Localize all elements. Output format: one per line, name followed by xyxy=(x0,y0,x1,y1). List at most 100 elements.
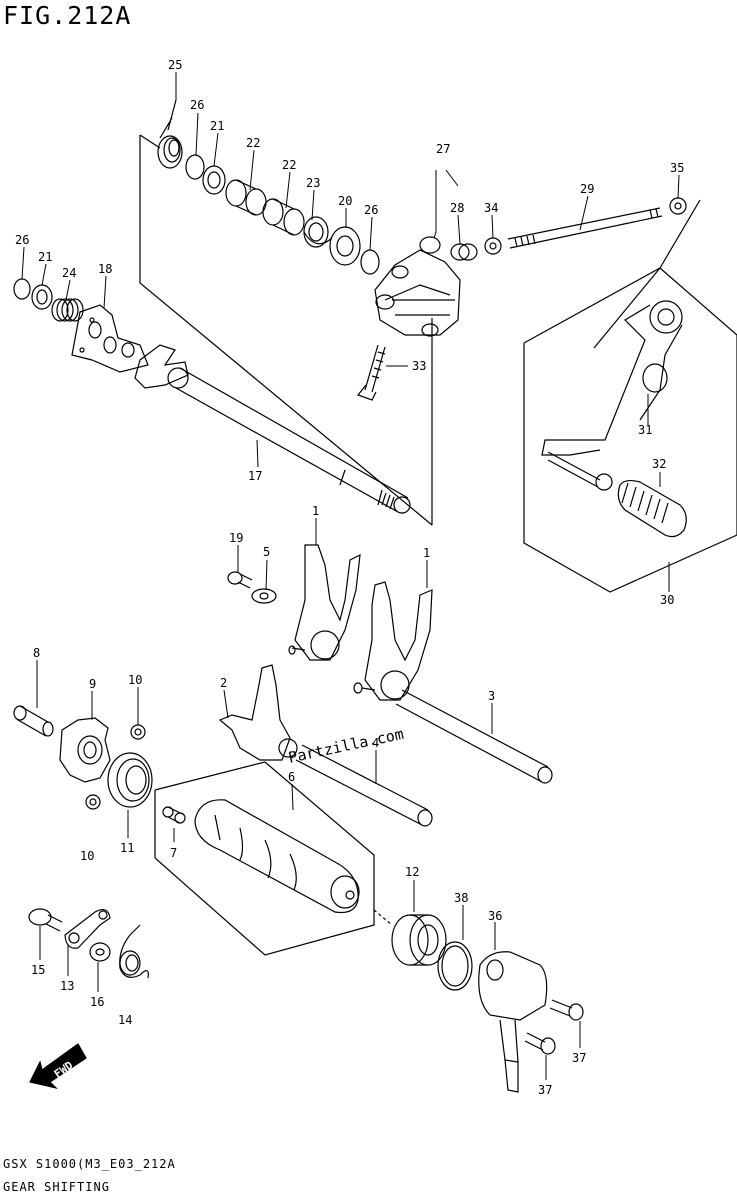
callout-10: 10 xyxy=(80,849,94,863)
callout-36: 36 xyxy=(488,909,502,923)
part-25-spring xyxy=(157,99,183,169)
part-1-shift-fork-b xyxy=(353,581,433,701)
callout-1: 1 xyxy=(312,504,319,518)
callout-15: 15 xyxy=(31,963,45,977)
part-19-bolt xyxy=(227,571,253,589)
callout-34: 34 xyxy=(484,201,498,215)
part-7-pin xyxy=(162,806,186,824)
callout-37: 37 xyxy=(572,1051,586,1065)
part-1-shift-fork-a xyxy=(288,544,361,661)
part-32-footpeg-rubber xyxy=(617,479,687,538)
callout-33: 33 xyxy=(412,359,426,373)
callout-19: 19 xyxy=(229,531,243,545)
part-26-circlip-upper xyxy=(185,154,205,180)
callout-3: 3 xyxy=(488,689,495,703)
part-22-bushing-a xyxy=(225,179,267,216)
callout-28: 28 xyxy=(450,201,464,215)
part-38-o-ring xyxy=(437,941,473,991)
part-11-bearing xyxy=(107,752,153,808)
part-23-bearing xyxy=(303,216,333,248)
callout-22: 22 xyxy=(282,158,296,172)
part-3-fork-shaft xyxy=(395,689,553,784)
callout-6: 6 xyxy=(288,770,295,784)
callout-26: 26 xyxy=(15,233,29,247)
part-37-bolt-right xyxy=(549,999,584,1021)
part-20-washer xyxy=(329,226,361,266)
part-27-shift-arm xyxy=(374,236,461,337)
callout-10: 10 xyxy=(128,673,142,687)
callout-32: 32 xyxy=(652,457,666,471)
part-10-pin-upper xyxy=(130,724,146,740)
part-13-stopper-arm xyxy=(64,908,111,949)
part-6-shift-cam-outline xyxy=(154,761,375,956)
callout-11: 11 xyxy=(120,841,134,855)
callout-26: 26 xyxy=(364,203,378,217)
callout-5: 5 xyxy=(263,545,270,559)
part-6-shift-cam xyxy=(194,799,360,914)
part-28-pin xyxy=(450,243,478,261)
part-14-spring xyxy=(119,924,149,979)
callout-4: 4 xyxy=(372,736,379,750)
callout-24: 24 xyxy=(62,266,76,280)
part-22-bushing-b xyxy=(262,198,305,236)
callout-20: 20 xyxy=(338,194,352,208)
part-35-nut xyxy=(669,197,687,215)
part-24-spring xyxy=(51,298,84,322)
callout-14: 14 xyxy=(118,1013,132,1027)
callout-31: 31 xyxy=(638,423,652,437)
callout-12: 12 xyxy=(405,865,419,879)
callout-29: 29 xyxy=(580,182,594,196)
part-10-pin-lower xyxy=(85,794,101,810)
callout-21: 21 xyxy=(38,250,52,264)
callout-22: 22 xyxy=(246,136,260,150)
figure-title: FIG.212A xyxy=(3,1,132,30)
part-29-link-rod xyxy=(507,207,663,249)
part-12-needle-bearing xyxy=(391,914,447,966)
part-30-lever-assembly-outline xyxy=(523,199,737,593)
callout-17: 17 xyxy=(248,469,262,483)
watermark: Partzilla.com xyxy=(287,725,406,767)
part-26-circlip-left xyxy=(13,278,31,300)
leader-lines xyxy=(21,72,680,1080)
callout-9: 9 xyxy=(89,677,96,691)
callout-30: 30 xyxy=(660,593,674,607)
part-4-fork-shaft xyxy=(295,744,433,827)
callout-7: 7 xyxy=(170,846,177,860)
callout-2: 2 xyxy=(220,676,227,690)
part-9-cam-plate xyxy=(59,717,111,783)
part-26-circlip-mid xyxy=(360,249,380,275)
part-21-washer-left xyxy=(31,284,53,310)
part-31-shift-lever xyxy=(541,300,683,491)
part-17-shift-shaft xyxy=(134,344,411,514)
part-8-bolt xyxy=(13,705,54,737)
figure-code: GSX S1000(M3_E03_212A xyxy=(3,1157,176,1171)
callout-8: 8 xyxy=(33,646,40,660)
figure-name: GEAR SHIFTING xyxy=(3,1180,110,1194)
callout-25: 25 xyxy=(168,58,182,72)
callout-1: 1 xyxy=(423,546,430,560)
fwd-arrow-icon xyxy=(29,1043,87,1090)
callout-26: 26 xyxy=(190,98,204,112)
callout-21: 21 xyxy=(210,119,224,133)
part-16-washer xyxy=(89,942,111,962)
part-21-washer-upper xyxy=(202,165,226,195)
part-5-stopper xyxy=(251,588,277,604)
part-18-plate xyxy=(71,304,149,373)
part-36-gear-position-sensor xyxy=(478,951,548,1093)
callout-35: 35 xyxy=(670,161,684,175)
callout-16: 16 xyxy=(90,995,104,1009)
part-33-bolt xyxy=(357,344,386,401)
callout-38: 38 xyxy=(454,891,468,905)
callout-27: 27 xyxy=(436,142,450,156)
callout-18: 18 xyxy=(98,262,112,276)
callout-37: 37 xyxy=(538,1083,552,1097)
part-34-nut xyxy=(484,237,502,255)
part-37-bolt-lower xyxy=(524,1032,556,1055)
part-15-bolt xyxy=(28,908,63,932)
upper-assembly-outline xyxy=(139,134,433,526)
callout-labels: 25 26 21 22 22 23 20 26 27 28 34 29 35 2… xyxy=(15,58,684,1097)
part-2-shift-fork xyxy=(218,664,298,761)
callout-23: 23 xyxy=(306,176,320,190)
